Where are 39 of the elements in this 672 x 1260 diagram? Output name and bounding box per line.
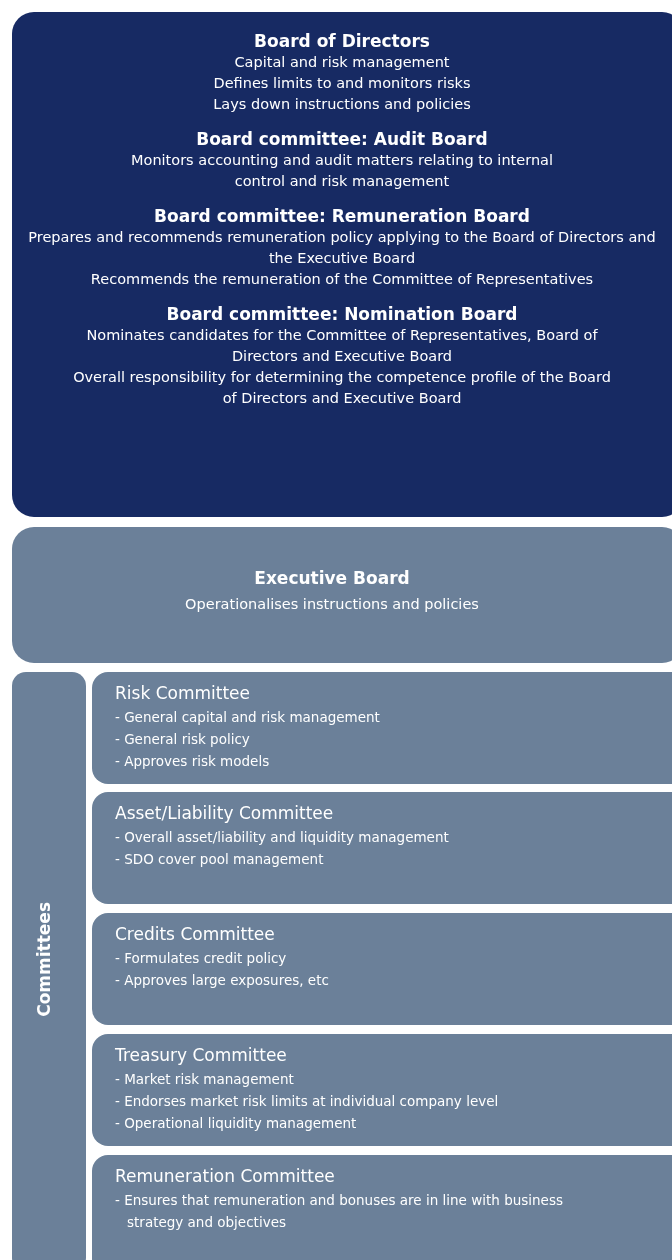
section-heading: Board committee: Remuneration Board bbox=[153, 205, 531, 227]
band-label: Committees bbox=[34, 902, 54, 1017]
committee-duty: - Approves large exposures, etc bbox=[115, 971, 330, 990]
committee-duty: - Approves risk models bbox=[115, 752, 271, 771]
committee-panel bbox=[92, 1155, 672, 1260]
committee-duty: - General risk policy bbox=[115, 730, 251, 749]
section-text: Prepares and recommends remuneration policy applying to the Board of Directors and the Executive Board bbox=[27, 228, 657, 268]
committee-duty: - Formulates credit policy bbox=[115, 949, 288, 968]
committee-duty: - Market risk management bbox=[115, 1070, 295, 1089]
committee-duty: - General capital and risk management bbox=[115, 708, 381, 727]
committee-duty: - Operational liquidity management bbox=[115, 1114, 358, 1133]
committee-heading: Risk Committee bbox=[115, 682, 251, 705]
committee-duty: - Endorses market risk limits at individual company level bbox=[115, 1092, 500, 1111]
executive-panel bbox=[12, 527, 672, 663]
section-text: Recommends the remuneration of the Committee of Representatives bbox=[89, 270, 595, 289]
committee-heading: Asset/Liability Committee bbox=[115, 802, 335, 825]
section-text: Monitors accounting and audit matters relating to internal control and risk management bbox=[130, 151, 554, 191]
committee-panel bbox=[92, 1034, 672, 1146]
committee-heading: Credits Committee bbox=[115, 923, 276, 946]
section-heading: Board committee: Audit Board bbox=[195, 128, 489, 150]
section-text: Overall responsibility for determining the competence profile of the Board of Directors and Executive Board bbox=[72, 368, 612, 408]
committee-panel bbox=[92, 913, 672, 1025]
committee-heading: Treasury Committee bbox=[115, 1044, 288, 1067]
committees-band bbox=[12, 672, 86, 1260]
committee-panel bbox=[92, 672, 672, 784]
panel-heading: Executive Board bbox=[253, 567, 411, 590]
section-text: Capital and risk management bbox=[233, 53, 451, 72]
section-text: Defines limits to and monitors risks bbox=[212, 74, 472, 93]
committee-duty: - SDO cover pool management bbox=[115, 850, 325, 869]
section-text: Nominates candidates for the Committee of Representatives, Board of Directors and Executive Board bbox=[85, 326, 599, 366]
committee-heading: Remuneration Committee bbox=[115, 1165, 336, 1188]
committee-panel bbox=[92, 792, 672, 904]
committee-duty: - Ensures that remuneration and bonuses are in line with business strategy and objectives bbox=[115, 1191, 564, 1232]
panel-text: Operationalises instructions and policies bbox=[184, 595, 480, 614]
committee-duty: - Overall asset/liability and liquidity management bbox=[115, 828, 450, 847]
board-panel bbox=[12, 12, 672, 517]
section-text: Lays down instructions and policies bbox=[212, 95, 472, 114]
section-heading: Board of Directors bbox=[253, 30, 431, 52]
section-heading: Board committee: Nomination Board bbox=[165, 303, 519, 325]
